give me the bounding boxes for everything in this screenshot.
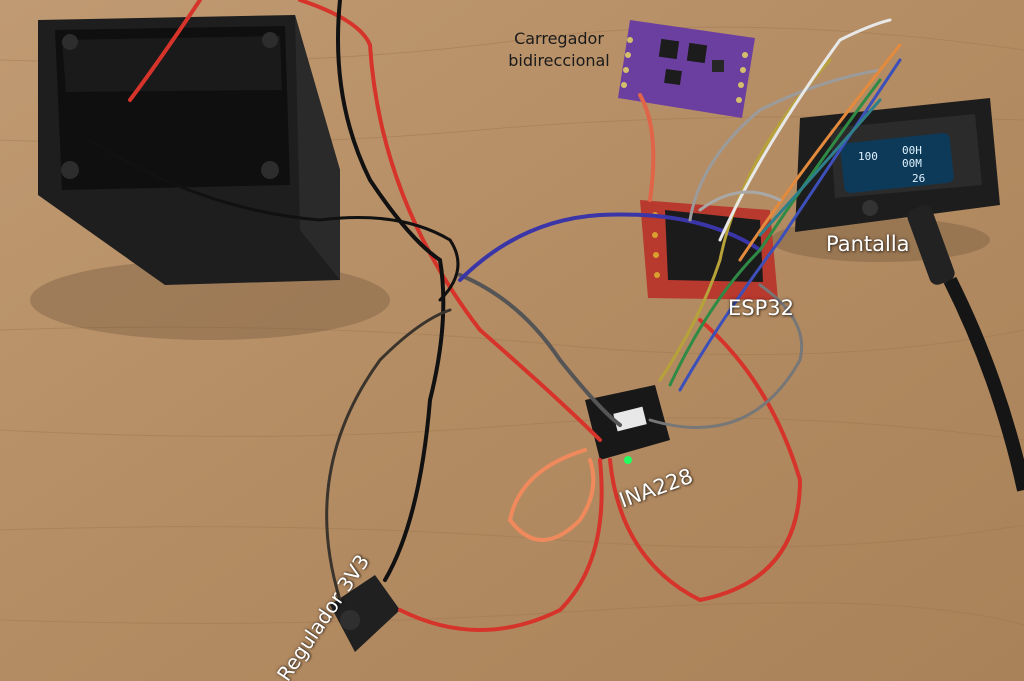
enclosure-box (38, 15, 340, 285)
label-esp32: ESP32 (728, 296, 794, 320)
regulator-board (330, 575, 400, 652)
label-charger: Carregador bidireccional (494, 28, 624, 72)
label-display: Pantalla (826, 232, 910, 256)
esp32-board (640, 200, 778, 300)
screen-minutes: 00M (902, 157, 922, 170)
screen-hours: 00H (902, 144, 922, 157)
label-charger-line2: bidireccional (508, 51, 610, 70)
wires (88, 0, 902, 632)
screen-battery-pct: 100 (858, 150, 878, 163)
charger-board (618, 20, 755, 118)
display-module (795, 98, 1000, 232)
label-charger-line1: Carregador (514, 29, 604, 48)
usb-cable (907, 205, 1024, 492)
screen-value: 26 (912, 172, 926, 185)
